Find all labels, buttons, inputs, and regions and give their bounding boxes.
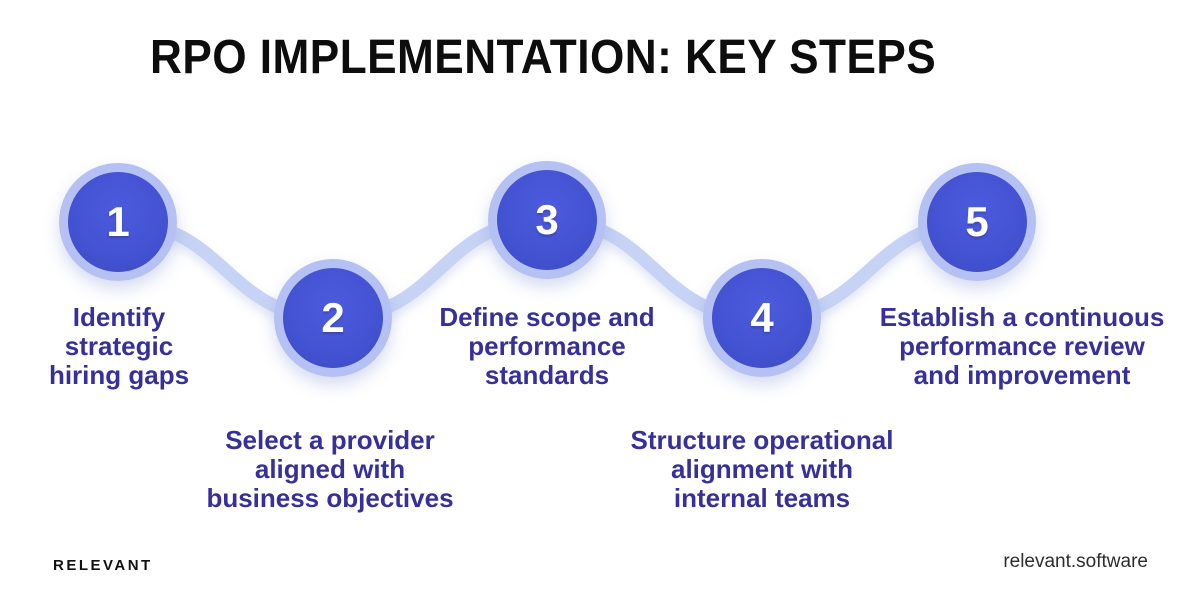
step-label-5-line-1: Establish a continuous — [879, 302, 1165, 332]
step-circle-4: 4 — [703, 259, 821, 377]
website-url: relevant.software — [1003, 551, 1148, 572]
step-number-2: 2 — [321, 294, 345, 341]
step-label-4: Structure operational alignment with int… — [607, 426, 917, 513]
step-label-4-line-2: alignment with — [671, 454, 853, 484]
step-label-5-line-2: performance review — [899, 331, 1145, 361]
step-label-2: Select a provider aligned with business … — [185, 426, 475, 513]
step-label-5: Establish a continuous performance revie… — [857, 303, 1187, 390]
step-label-1: Identify strategic hiring gaps — [8, 303, 230, 390]
step-circle-1: 1 — [59, 163, 177, 281]
step-label-2-line-2: aligned with — [254, 454, 406, 484]
step-label-2-line-3: business objectives — [206, 483, 454, 513]
step-label-3-line-2: performance — [468, 331, 626, 361]
step-circle-5: 5 — [918, 163, 1036, 281]
step-label-3: Define scope and performance standards — [402, 303, 692, 390]
step-number-3: 3 — [535, 196, 559, 243]
step-label-3-line-3: standards — [484, 360, 610, 390]
brand-logo: RELEVANT — [53, 557, 153, 574]
step-number-5: 5 — [965, 198, 989, 245]
step-number-1: 1 — [106, 198, 130, 245]
step-label-4-line-3: internal teams — [673, 483, 851, 513]
step-number-4: 4 — [750, 294, 774, 341]
step-label-3-line-1: Define scope and — [439, 302, 655, 332]
page-title: RPO IMPLEMENTATION: KEY STEPS — [150, 31, 937, 84]
step-circle-3: 3 — [488, 161, 606, 279]
step-circle-2: 2 — [274, 259, 392, 377]
step-label-4-line-1: Structure operational — [630, 425, 894, 455]
step-label-1-line-2: strategic — [64, 331, 174, 361]
step-label-1-line-1: Identify — [72, 302, 166, 332]
step-label-2-line-1: Select a provider — [225, 425, 435, 455]
step-label-1-line-3: hiring gaps — [48, 360, 190, 390]
step-label-5-line-3: and improvement — [913, 360, 1131, 390]
